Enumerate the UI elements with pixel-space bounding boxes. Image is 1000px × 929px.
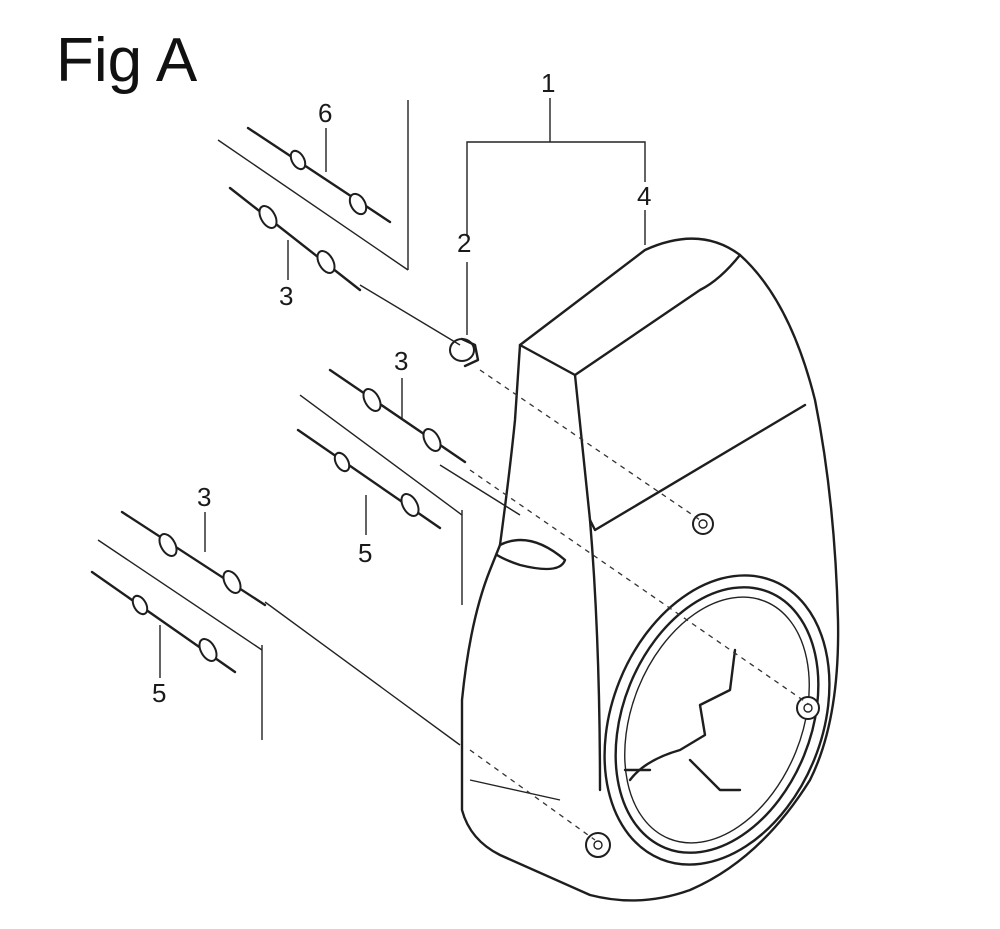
callout-5-middle: 5 [358, 538, 373, 568]
callout-2: 2 [457, 228, 472, 258]
alignment-lines [264, 284, 811, 841]
fan-shroud [460, 237, 840, 902]
bolt-group-bottom [90, 510, 267, 740]
callout-6: 6 [318, 98, 333, 128]
callout-4: 4 [637, 181, 652, 211]
callout-3-bottom: 3 [197, 482, 212, 512]
bolt-group-middle [296, 368, 467, 605]
callout-1: 1 [541, 68, 556, 98]
callout-5-bottom: 5 [152, 678, 167, 708]
collar-part-2 [449, 337, 480, 368]
leader-lines [159, 98, 646, 678]
mount-grommets [585, 513, 820, 858]
fan-opening [603, 574, 831, 866]
callout-3-middle: 3 [394, 346, 409, 376]
bolt-group-top [217, 100, 409, 292]
callout-3-top: 3 [279, 281, 294, 311]
figure-title: Fig A [56, 26, 198, 95]
